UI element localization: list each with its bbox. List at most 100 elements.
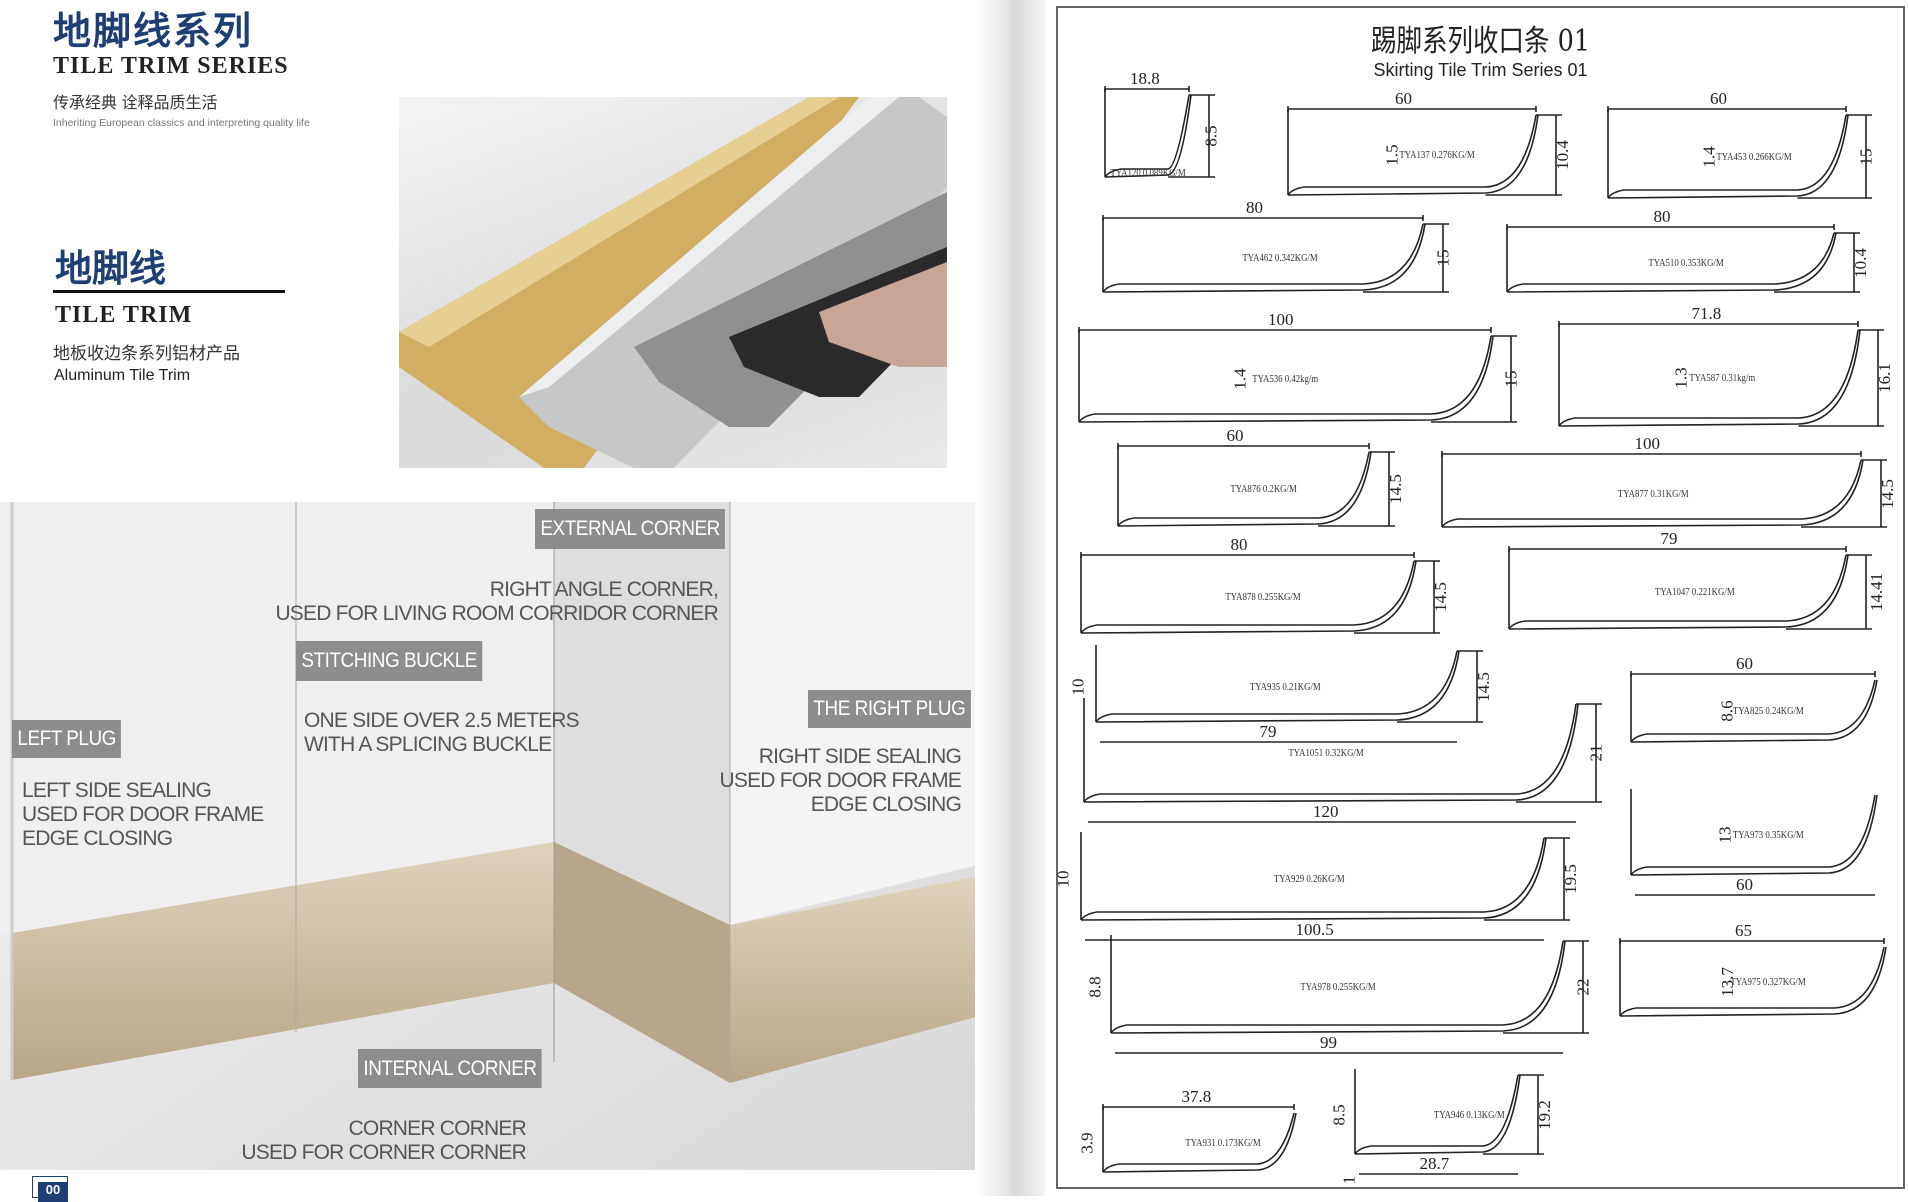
dim-length: 28.7 [1419,1154,1450,1173]
callout-tag-stitching-buckle: STITCHING BUCKLE [296,641,483,681]
profile-model-label: TYA978 0.255KG/M [1300,981,1376,993]
product-photo [399,97,947,468]
profile-model-label: TYA877 0.31KG/M [1618,487,1690,500]
profile-drawing: 80 15 TYA462 0.342KG/M [1099,198,1453,298]
dim-height: 14.5 [1430,582,1450,612]
profile-model-label: TYA462 0.342KG/M [1242,252,1318,264]
profile-model-label: TYA975 0.327KG/M [1730,975,1806,988]
profile-model-label: TYA120 0.089KG/M [1110,167,1186,179]
profile-outline [1080,552,1440,634]
callout-tag-left-plug: LEFT PLUG [12,720,122,758]
profile-model-label: TYA1047 0.221KG/M [1655,586,1735,598]
profile-model-label: TYA946 0.13KG/M [1433,1108,1505,1121]
dim-width: 100 [1634,434,1661,453]
profile-outline [1287,106,1562,196]
callout-tag-right-plug: THE RIGHT PLUG [808,690,971,728]
dim-width: 60 [1226,426,1244,445]
profile-outline [1354,1069,1544,1175]
series-title-cn: 地脚线系列 [53,9,254,53]
dim-side: 10 [1053,870,1073,888]
profile-outline [1506,224,1860,293]
dim-width: 60 [1710,89,1727,108]
profile-outline [1630,671,1878,743]
section-title-en: TILE TRIM [55,302,193,328]
dim-width: 80 [1246,198,1263,217]
profile-drawing: 60 14.5 TYA876 0.2KG/M [1114,426,1405,532]
profile-outline [1078,327,1517,423]
dim-width: 79 [1660,529,1678,548]
profile-model-label: TYA1051 0.32KG/M [1288,747,1364,759]
profile-model-label: TYA973 0.35KG/M [1733,829,1805,841]
profile-model-label: TYA876 0.2KG/M [1229,483,1297,495]
dim-length: 79 [1259,722,1277,741]
dim-length: 99 [1320,1033,1337,1052]
profile-model-label: TYA453 0.266KG/M [1716,150,1792,163]
dim-length: 100.5 [1295,920,1334,939]
dim-height: 19.5 [1560,864,1580,894]
dim-height: 16.1 [1874,363,1894,393]
profile-outline [1102,1104,1297,1173]
profile-drawing: 21 120 TYA1051 0.32KG/M [1080,698,1606,828]
profile-model-label: TYA510 0.353KG/M [1648,256,1725,269]
left-page: 地脚线系列 TILE TRIM SERIES 传承经典 诠释品质生活 Inher… [0,9,990,1202]
dim-width: 60 [1395,89,1412,108]
dim-length: 60 [1736,875,1753,894]
profile-outline [1080,832,1570,941]
page-number: 00 [38,1182,68,1202]
dim-thickness: 1.4 [1231,368,1251,390]
dim-height: 15 [1433,249,1453,267]
profile-model-label: TYA587 0.31kg/m [1689,372,1756,384]
profile-model-label: TYA935 0.21KG/M [1250,680,1322,693]
drawing-sheet-title-en: Skirting Tile Trim Series 01 [1373,60,1588,80]
dim-length: 120 [1313,802,1339,821]
profile-outline [1630,789,1878,896]
trim-strips-illustration [399,97,947,468]
dim-width: 100 [1268,310,1294,329]
dim-width: 65 [1735,921,1752,940]
callout-text-external-corner: RIGHT ANGLE CORNER,USED FOR LIVING ROOM … [275,578,718,625]
section-sub-cn: 地板收边条系列铝材产品 [53,344,240,363]
dim-width: 18.8 [1130,69,1160,88]
callout-tag-external-corner: EXTERNAL CORNER [535,509,726,549]
section-title-cn: 地脚线 [55,247,166,290]
profile-outline [1083,698,1602,823]
dim-width: 37.8 [1181,1087,1212,1106]
profile-model-label: TYA137 0.276KG/M [1399,149,1476,161]
page-gutter [975,0,1045,1196]
slogan-cn: 传承经典 诠释品质生活 [53,95,218,112]
dim-height: 14.5 [1473,671,1493,702]
profile-model-label: TYA931 0.173KG/M [1185,1136,1261,1149]
profile-drawing: 79 14.41 TYA1047 0.221KG/M [1505,529,1886,635]
profile-outline [1104,86,1215,178]
profile-model-label: TYA878 0.255KG/M [1225,591,1301,603]
dim-height: 21 [1586,744,1606,762]
profile-outline [1095,645,1483,743]
dim-width: 60 [1736,654,1753,673]
right-page: 踢脚系列收口条 01 Skirting Tile Trim Series 01 … [1054,6,1905,1189]
section-divider [53,290,285,293]
page-number-frame: 00 [32,1176,68,1202]
profile-outline [1110,935,1589,1054]
dim-height: 15 [1856,148,1876,165]
dim-height: 14.5 [1385,474,1405,504]
dim-extra: 1 [1339,1175,1359,1185]
profile-model-label: TYA536 0.42kg/m [1251,373,1318,385]
dim-height: 14.41 [1867,572,1887,612]
dim-height: 14.5 [1877,478,1897,509]
